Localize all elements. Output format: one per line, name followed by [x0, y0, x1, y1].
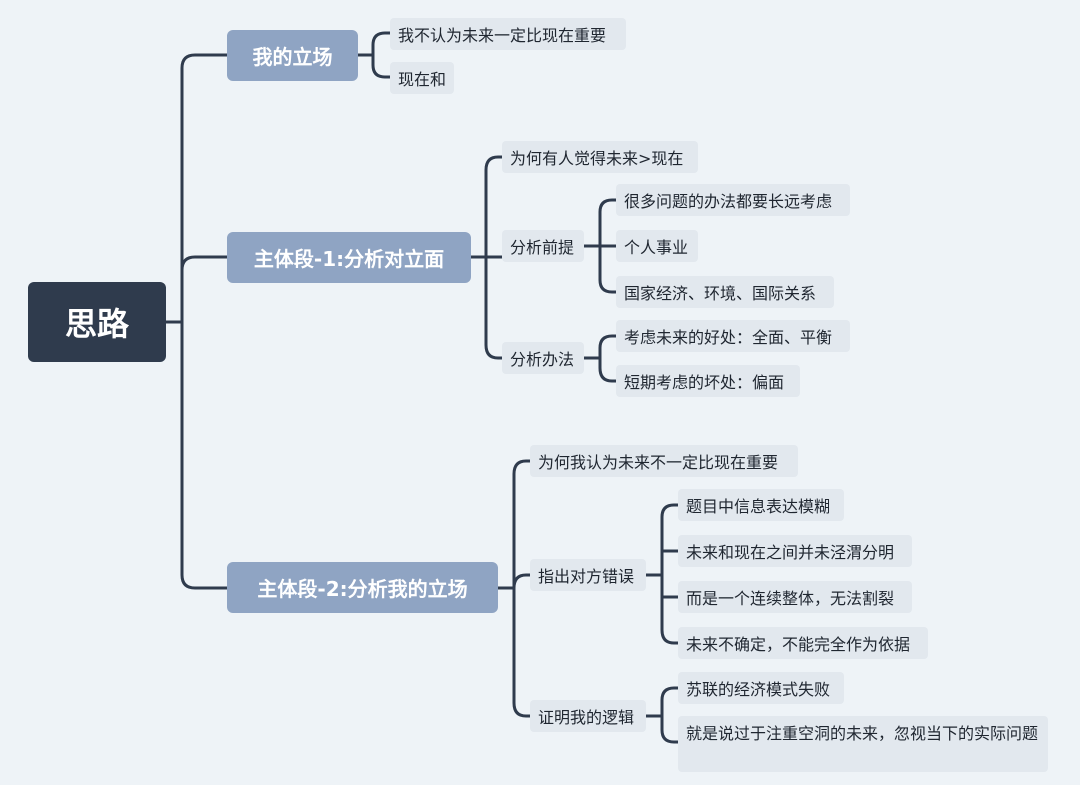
- subbranch-premise[interactable]: 分析前提: [502, 230, 584, 262]
- leaf-errors-2[interactable]: 未来和现在之间并未泾渭分明: [678, 535, 912, 567]
- connector-method: [582, 334, 618, 383]
- connector-premise: [582, 198, 618, 294]
- branch-stance[interactable]: 我的立场: [227, 30, 358, 81]
- subbranch-method[interactable]: 分析办法: [502, 342, 584, 374]
- connector-body1: [469, 155, 504, 360]
- connector-logic: [644, 686, 680, 744]
- connector-root: [164, 53, 229, 590]
- leaf-premise-2[interactable]: 个人事业: [616, 230, 698, 262]
- root-node[interactable]: 思路: [28, 282, 166, 362]
- subbranch-errors[interactable]: 指出对方错误: [530, 559, 646, 591]
- leaf-premise-3[interactable]: 国家经济、环境、国际关系: [616, 276, 834, 308]
- leaf-stance-2[interactable]: 现在和: [390, 62, 454, 94]
- leaf-why-me[interactable]: 为何我认为未来不一定比现在重要: [530, 445, 798, 477]
- leaf-errors-3[interactable]: 而是一个连续整体，无法割裂: [678, 581, 912, 613]
- branch-body-1[interactable]: 主体段-1:分析对立面: [227, 232, 471, 283]
- leaf-stance-1[interactable]: 我不认为未来一定比现在重要: [390, 18, 626, 50]
- branch-body-2[interactable]: 主体段-2:分析我的立场: [227, 562, 498, 613]
- leaf-errors-4[interactable]: 未来不确定，不能完全作为依据: [678, 627, 928, 659]
- leaf-errors-1[interactable]: 题目中信息表达模糊: [678, 489, 844, 521]
- leaf-method-2[interactable]: 短期考虑的坏处：偏面: [616, 365, 800, 397]
- leaf-method-1[interactable]: 考虑未来的好处：全面、平衡: [616, 320, 850, 352]
- connector-errors: [644, 503, 680, 645]
- leaf-premise-1[interactable]: 很多问题的办法都要长远考虑: [616, 184, 850, 216]
- connector-stance: [356, 31, 392, 79]
- leaf-logic-1[interactable]: 苏联的经济模式失败: [678, 672, 844, 704]
- leaf-logic-2[interactable]: 就是说过于注重空洞的未来，忽视当下的实际问题: [678, 716, 1048, 772]
- subbranch-logic[interactable]: 证明我的逻辑: [530, 700, 646, 732]
- connector-body2: [496, 459, 532, 718]
- leaf-why-others[interactable]: 为何有人觉得未来>现在: [502, 141, 698, 173]
